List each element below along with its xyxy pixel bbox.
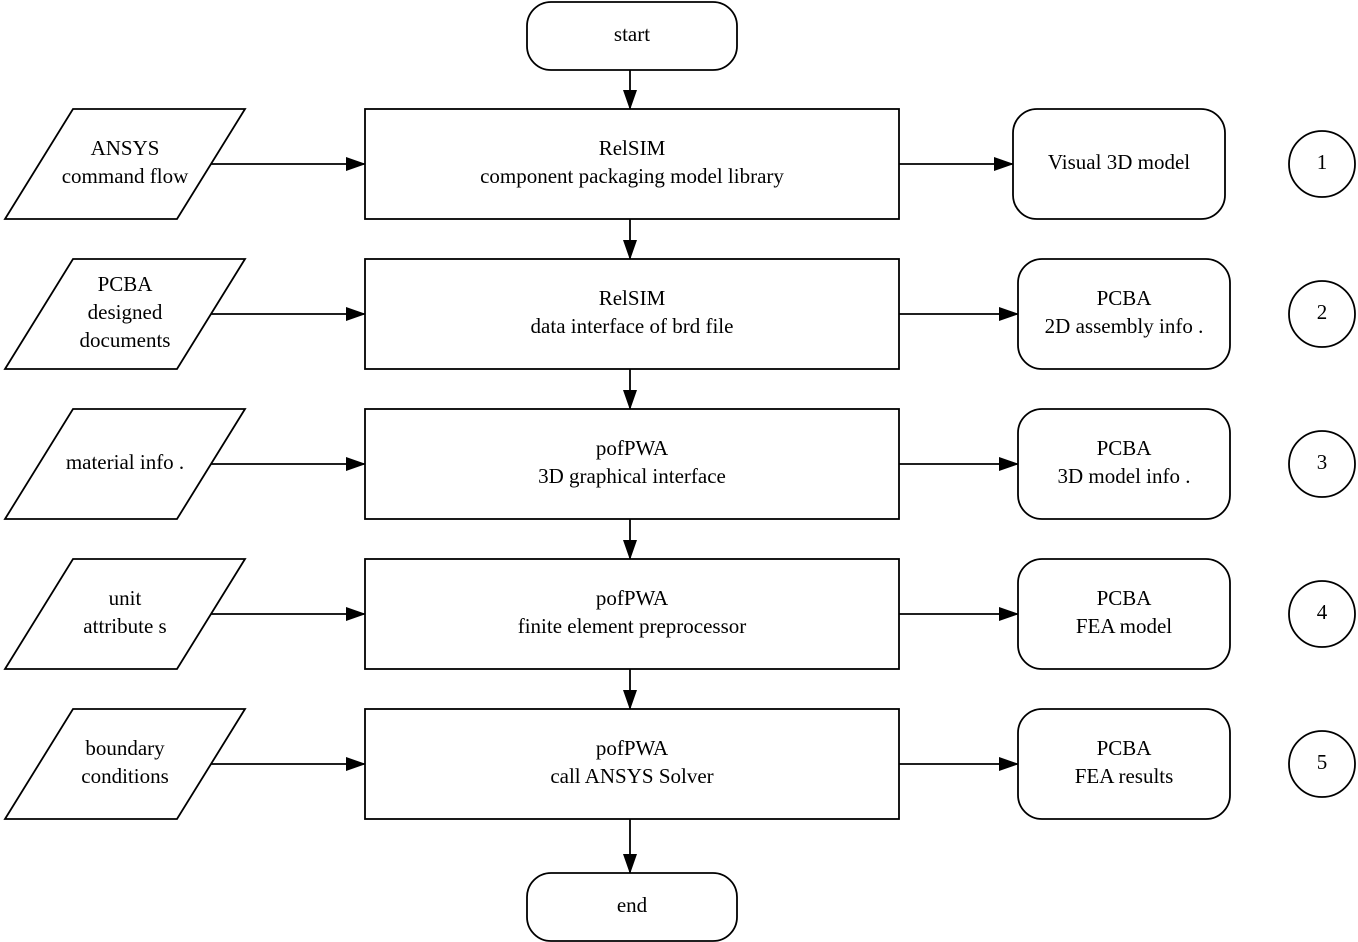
step-number-circle [1288,430,1356,498]
step-number-circle [1288,580,1356,648]
start-terminal: start [526,1,738,71]
output-label-line: PCBA [1097,586,1153,610]
input-label-line: PCBA [98,272,154,296]
input-label-line: unit [109,586,142,610]
input-label-line: command flow [62,164,189,188]
input-parallelogram [3,558,247,670]
step-number-circle [1288,730,1356,798]
step-number: 4 [1317,600,1328,624]
start-terminal-shape [526,1,738,71]
step-number: 1 [1317,150,1328,174]
process-label-line: call ANSYS Solver [550,764,713,788]
step-3: material info . pofPWA 3D graphical interf… [3,408,1356,520]
output-box [1017,258,1231,370]
step-number: 3 [1317,450,1328,474]
process-label-line: data interface of brd file [531,314,734,338]
end-label: end [617,893,648,917]
output-label-line: FEA results [1075,764,1174,788]
process-label-line: 3D graphical interface [538,464,726,488]
process-label-line: finite element preprocessor [518,614,747,638]
input-parallelogram [3,408,247,520]
input-label-line: conditions [81,764,169,788]
output-label-line: PCBA [1097,286,1153,310]
step-4: unit attribute s pofPWA finite element prep… [3,558,1356,670]
end-terminal: end [526,872,738,942]
output-box [1017,708,1231,820]
input-label-line: ANSYS [91,136,160,160]
output-label-line: 2D assembly info . [1045,314,1204,338]
end-terminal-shape [526,872,738,942]
process-label-line: pofPWA [596,736,669,760]
start-label: start [614,22,650,46]
process-label-line: RelSIM [599,136,666,160]
input-label-line: documents [80,328,171,352]
step-5: boundary conditions pofPWA call ANSYS Solve… [3,708,1356,820]
input-label-line: material info . [66,450,184,474]
output-label-line: PCBA [1097,436,1153,460]
process-label-line: RelSIM [599,286,666,310]
output-label-line: FEA model [1076,614,1172,638]
step-number: 2 [1317,300,1328,324]
input-label-line: attribute s [83,614,166,638]
step-number-circle [1288,280,1356,348]
input-parallelogram [3,108,247,220]
output-label-line: PCBA [1097,736,1153,760]
process-label-line: component packaging model library [480,164,784,188]
process-box [364,558,900,670]
output-box [1017,408,1231,520]
input-label-line: designed [88,300,163,324]
input-parallelogram [3,708,247,820]
input-label-line: boundary [85,736,165,760]
process-box [364,408,900,520]
input-parallelogram [3,258,247,370]
process-box [364,258,900,370]
output-label-line: 3D model info . [1058,464,1191,488]
connectors [199,70,1019,874]
step-number-circle [1288,130,1356,198]
output-box [1017,558,1231,670]
process-label-line: pofPWA [596,586,669,610]
step-1: ANSYS command flow RelSIM component packagi… [3,108,1356,220]
output-box [1012,108,1226,220]
step-2: PCBA designed documents RelSIM data interfac… [3,258,1356,370]
process-label-line: pofPWA [596,436,669,460]
output-label-line: Visual 3D model [1048,150,1190,174]
process-box [364,708,900,820]
step-number: 5 [1317,750,1328,774]
process-box [364,108,900,220]
